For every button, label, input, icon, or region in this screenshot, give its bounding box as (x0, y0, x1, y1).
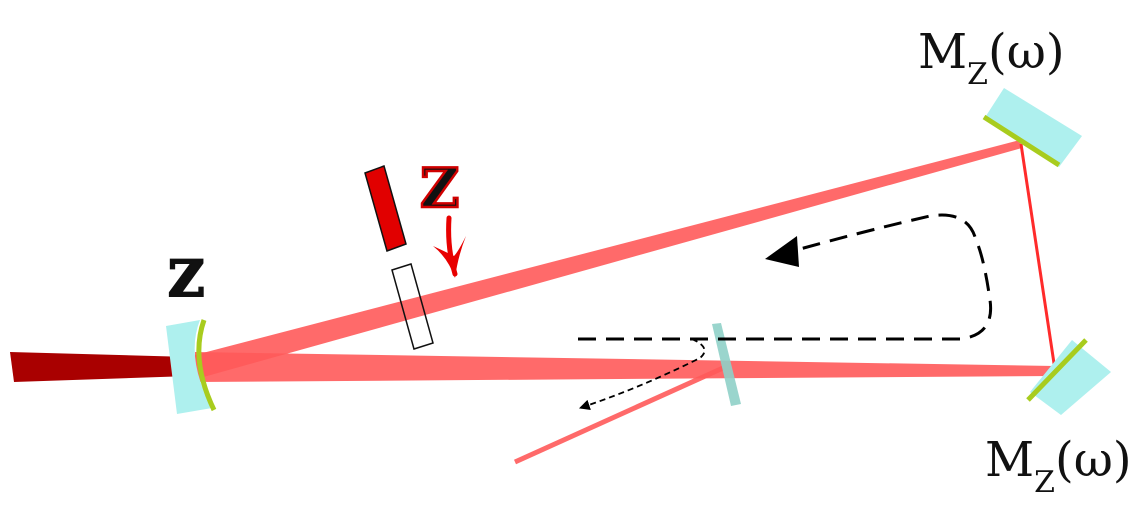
mirror-top-label-arg: (ω) (988, 24, 1065, 80)
beam-lens-to-bottom-mirror (195, 352, 1055, 382)
bottom-mirror-glass (1030, 340, 1111, 415)
top-mirror-glass (984, 88, 1082, 167)
curved-mirror-coating (196, 319, 217, 412)
dashed-arrow-icon (578, 213, 993, 341)
mirror-bottom-label-main: M (985, 432, 1034, 488)
beam-lens-to-top-mirror (195, 140, 1022, 378)
beam-top-to-bottom-mirror (1019, 143, 1057, 371)
red-plate-icon (364, 165, 407, 252)
red-arrow-head (433, 236, 466, 278)
insert-label: Z (420, 156, 459, 220)
input-beam (10, 352, 190, 382)
top-mirror-coating (982, 114, 1061, 168)
bottom-mirror-coating (1026, 338, 1088, 402)
curved-mirror-icon (166, 319, 217, 414)
circulation-arrow-head (765, 236, 799, 267)
mirror-top-label-sub: Z (967, 57, 988, 92)
mirror-top-label-main: M (918, 24, 967, 80)
outcoupled-dashed-arrow (578, 338, 706, 411)
flat-mirror-icon (982, 88, 1082, 168)
mirror-bottom-label-sub: Z (1034, 465, 1055, 500)
mirror-top-label: MZ(ω) (918, 24, 1065, 92)
red-arrow-icon (433, 215, 466, 278)
flat-mirror-icon (1026, 338, 1111, 415)
beam-outcoupled (513, 365, 725, 465)
curved-mirror-glass (166, 320, 212, 414)
mirror-bottom-label: MZ(ω) (985, 432, 1132, 500)
lens-label: Z (168, 249, 205, 308)
mirror-bottom-label-arg: (ω) (1055, 432, 1132, 488)
empty-slot-icon (391, 263, 434, 350)
output-coupler (712, 323, 741, 406)
